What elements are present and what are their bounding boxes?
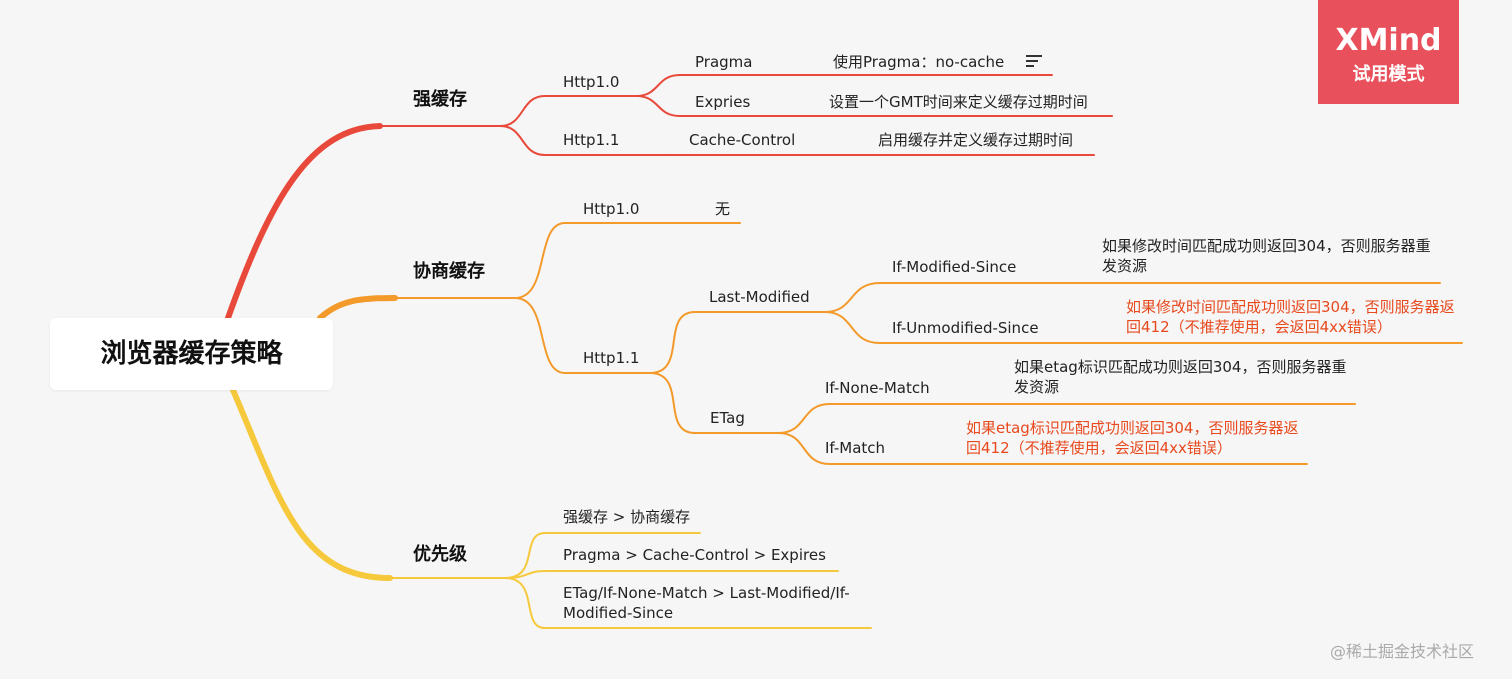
- connector-root-negotiated-cache: [317, 295, 398, 321]
- connector-if-match: [777, 432, 831, 465]
- root-topic[interactable]: 浏览器缓存策略: [50, 318, 333, 390]
- if-match-topic[interactable]: If-Match: [825, 439, 886, 457]
- connector-root-priority: [230, 387, 393, 581]
- cache-control-desc-topic[interactable]: 启用缓存并定义缓存过期时间: [878, 131, 1074, 149]
- branch-negotiated-cache[interactable]: 协商缓存: [413, 261, 485, 282]
- pragma-desc-topic[interactable]: 使用Pragma：no-cache: [833, 53, 1005, 71]
- connector-if-modified-since: [824, 282, 881, 313]
- if-match-desc-topic[interactable]: 如果etag标识匹配成功则返回304，否则服务器返回412（不推荐使用，会返回4…: [966, 419, 1299, 457]
- connector-strong-http11: [499, 125, 546, 156]
- connector-neg-http11: [514, 297, 566, 374]
- branch-priority[interactable]: 优先级: [413, 544, 467, 565]
- neg-http10-topic[interactable]: Http1.0: [583, 200, 640, 218]
- pragma-topic[interactable]: Pragma: [695, 53, 753, 71]
- neg-none-topic[interactable]: 无: [715, 200, 731, 218]
- strong-http10-topic[interactable]: Http1.0: [563, 73, 620, 91]
- neg-http11-topic[interactable]: Http1.1: [583, 349, 640, 367]
- branch-strong-cache[interactable]: 强缓存: [413, 89, 467, 110]
- if-none-match-desc-topic[interactable]: 如果etag标识匹配成功则返回304，否则服务器重发资源: [1014, 358, 1347, 396]
- priority-item-3[interactable]: ETag/If-None-Match > Last-Modified/If-Mo…: [563, 584, 850, 622]
- connector-last-modified: [649, 311, 696, 374]
- expries-topic[interactable]: Expries: [695, 93, 751, 111]
- connector-priority-2: [504, 570, 546, 579]
- connector-if-none-match: [777, 403, 831, 434]
- root-topic-label: 浏览器缓存策略: [100, 339, 283, 369]
- connector-if-unmodified-since: [824, 311, 881, 344]
- if-unmodified-since-topic[interactable]: If-Unmodified-Since: [892, 319, 1039, 337]
- connector-priority-3: [504, 577, 546, 629]
- connector-root-strong-cache: [225, 123, 383, 321]
- xmind-trial-badge[interactable]: XMind 试用模式: [1318, 0, 1459, 104]
- cache-control-topic[interactable]: Cache-Control: [689, 131, 796, 149]
- connector-expries: [635, 95, 681, 117]
- connector-etag: [649, 372, 696, 434]
- watermark: @稀土掘金技术社区: [1330, 642, 1475, 661]
- if-modified-since-topic[interactable]: If-Modified-Since: [892, 258, 1017, 276]
- connector-strong-http10: [499, 95, 546, 127]
- strong-http11-topic[interactable]: Http1.1: [563, 131, 620, 149]
- xmind-logo-text: XMind: [1335, 23, 1442, 58]
- trial-mode-label: 试用模式: [1352, 64, 1425, 85]
- priority-item-1[interactable]: 强缓存 > 协商缓存: [563, 508, 691, 526]
- if-unmodified-since-desc-topic[interactable]: 如果修改时间匹配成功则返回304，否则服务器返回412（不推荐使用，会返回4xx…: [1126, 298, 1455, 336]
- priority-item-2[interactable]: Pragma > Cache-Control > Expires: [563, 546, 826, 564]
- if-none-match-topic[interactable]: If-None-Match: [825, 379, 930, 397]
- connector-neg-http10: [514, 222, 566, 299]
- connector-pragma: [635, 74, 681, 97]
- if-modified-since-desc-topic[interactable]: 如果修改时间匹配成功则返回304，否则服务器重发资源: [1102, 237, 1431, 275]
- expries-desc-topic[interactable]: 设置一个GMT时间来定义缓存过期时间: [829, 93, 1088, 111]
- last-modified-topic[interactable]: Last-Modified: [709, 288, 810, 306]
- etag-topic[interactable]: ETag: [710, 409, 745, 427]
- note-icon[interactable]: [1026, 55, 1042, 67]
